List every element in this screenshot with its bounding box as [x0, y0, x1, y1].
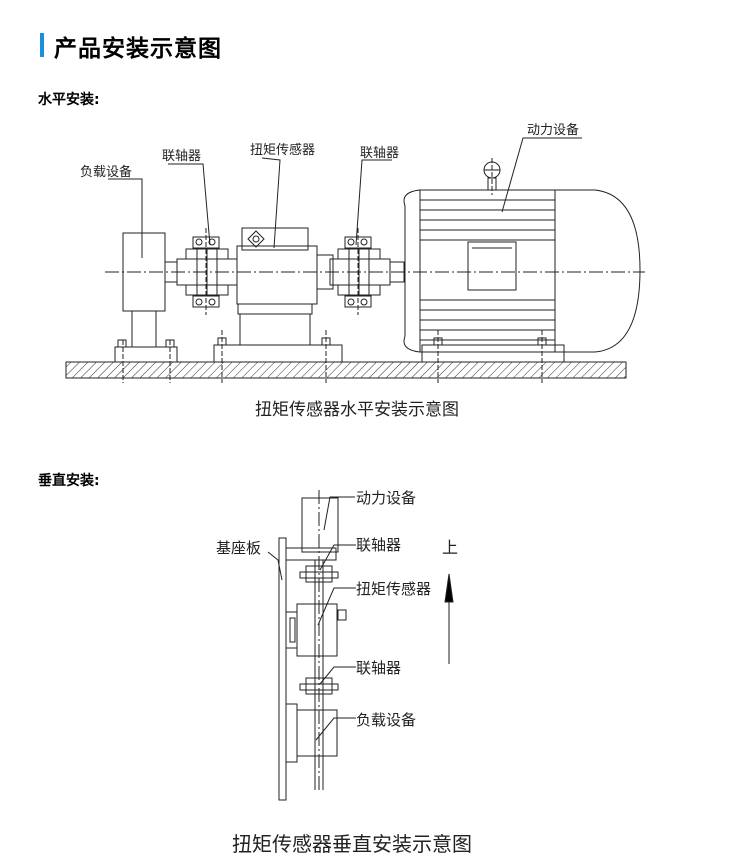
v-torque-sensor [286, 604, 346, 656]
v-label-up: 上 [442, 538, 458, 557]
v-leader-load [316, 718, 356, 740]
leader-load-device [108, 179, 142, 258]
label-coupling-right: 联轴器 [360, 146, 399, 161]
leader-power-device [502, 138, 582, 212]
base-plate [66, 362, 626, 378]
up-arrow-head [445, 574, 453, 602]
v-label-coupling-bottom: 联轴器 [356, 659, 401, 677]
title-accent-bar [40, 33, 44, 57]
v-label-coupling-top: 联轴器 [356, 536, 401, 554]
v-label-torque-sensor: 扭矩传感器 [356, 580, 431, 598]
label-power-device: 动力设备 [527, 122, 579, 138]
vertical-base-plate [279, 538, 286, 800]
torque-sensor [214, 228, 342, 383]
v-leader-sensor [318, 588, 356, 625]
vertical-caption: 扭矩传感器垂直安装示意图 [232, 832, 472, 856]
v-load-device [286, 704, 337, 762]
v-coupling-bottom [300, 678, 338, 694]
power-device [404, 158, 640, 383]
leader-torque-sensor [262, 158, 280, 248]
v-leader-power [324, 497, 355, 530]
v-power-device [286, 498, 338, 560]
label-load-device: 负载设备 [80, 164, 132, 180]
coupling-left [177, 228, 237, 315]
label-torque-sensor: 扭矩传感器 [250, 142, 315, 158]
v-label-base-plate: 基座板 [216, 539, 261, 557]
horizontal-caption: 扭矩传感器水平安装示意图 [255, 400, 459, 420]
v-leader-coupling-bottom [320, 667, 356, 684]
horizontal-section-label: 水平安装: [38, 92, 100, 108]
horizontal-installation-diagram: 负载设备 联轴器 扭矩传感器 联轴器 动力设备 扭矩传感器水平安装示意图 [0, 122, 750, 420]
v-coupling-top [300, 566, 338, 582]
v-label-power-device: 动力设备 [356, 489, 416, 507]
leader-coupling-right [356, 160, 392, 245]
load-device [115, 233, 177, 383]
vertical-installation-diagram: 动力设备 基座板 联轴器 上 扭矩传感器 联轴器 负载设备 扭矩传感器垂直安装示… [216, 489, 472, 856]
v-leader-base [268, 552, 282, 580]
vertical-section-label: 垂直安装: [38, 473, 100, 489]
coupling-right [330, 228, 404, 315]
leader-coupling-left [168, 164, 210, 245]
label-coupling-left: 联轴器 [162, 149, 201, 164]
v-leader-coupling-top [320, 545, 356, 570]
v-label-load-device: 负载设备 [356, 711, 416, 729]
page-title: 产品安装示意图 [54, 36, 222, 62]
